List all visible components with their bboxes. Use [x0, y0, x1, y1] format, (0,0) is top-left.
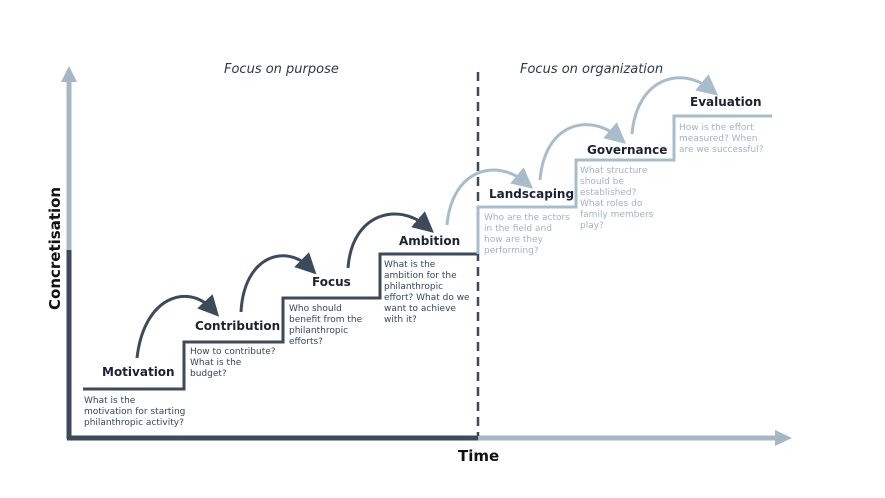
step-desc-contribution: How to contribute? What is the budget? — [190, 347, 276, 379]
arrow-motivation-contribution — [135, 294, 220, 359]
step-desc-focus: Who should benefit from the philanthropi… — [289, 304, 363, 347]
arrow-ambition-landscaping — [445, 167, 534, 226]
step-desc-motivation: What is the motivation for starting phil… — [84, 396, 186, 428]
step-desc-governance: What structure should be established? Wh… — [580, 166, 654, 231]
step-desc-landscaping: Who are the actors in the field and how … — [484, 213, 570, 256]
step-title-landscaping: Landscaping — [489, 187, 575, 201]
step-desc-ambition: What is the ambition for the philanthrop… — [384, 260, 470, 325]
y-axis-title: Concretisation — [46, 186, 64, 310]
phase-left-title: Focus on purpose — [224, 62, 339, 77]
step-desc-evaluation: How is the effort measured? When are we … — [679, 123, 764, 155]
y-axis-arrowhead — [61, 66, 77, 82]
phase-right-title: Focus on organization — [520, 62, 664, 77]
x-axis-title: Time — [458, 447, 500, 465]
arrow-focus-ambition — [346, 211, 434, 269]
step-title-focus: Focus — [312, 275, 351, 289]
step-title-contribution: Contribution — [195, 319, 281, 333]
step-title-motivation: Motivation — [102, 365, 175, 379]
staircase-light — [476, 114, 772, 254]
arrow-landscaping-governance — [538, 122, 626, 181]
arrow-governance-evaluation — [630, 74, 719, 135]
arrow-contribution-focus — [239, 252, 317, 313]
step-title-ambition: Ambition — [399, 234, 461, 248]
x-axis-arrowhead — [775, 430, 792, 446]
step-title-evaluation: Evaluation — [690, 95, 762, 109]
staircase-dark — [83, 252, 478, 391]
step-title-governance: Governance — [587, 143, 668, 157]
